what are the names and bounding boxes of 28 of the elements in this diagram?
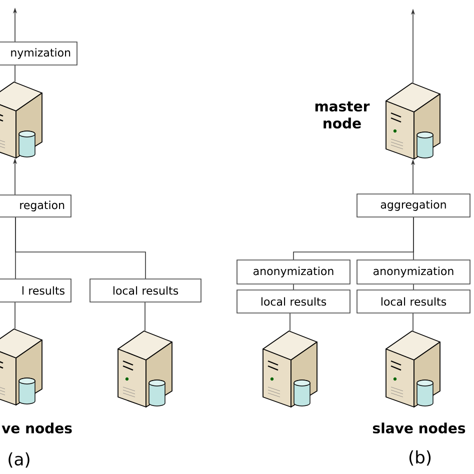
connector-line — [144, 302, 146, 332]
process-box: aggregation — [356, 194, 470, 218]
server-drawing — [386, 82, 440, 160]
connector-line — [412, 313, 414, 332]
server-drawing — [386, 330, 440, 408]
process-box: local results — [236, 290, 350, 314]
process-box: local results — [90, 278, 202, 302]
process-box: anonymization — [356, 260, 470, 284]
connector-line — [413, 284, 414, 290]
server-drawing — [0, 328, 42, 406]
process-box: regation — [0, 194, 72, 218]
connector-line — [14, 65, 16, 82]
group-label: slave nodes — [372, 422, 466, 434]
group-label: ve nodes — [2, 422, 72, 434]
node-label: master node — [315, 101, 370, 129]
server-drawing — [118, 330, 172, 408]
server-drawing — [0, 82, 42, 158]
process-box: l results — [0, 278, 72, 302]
process-box: nymization — [0, 42, 78, 66]
process-box: local results — [356, 290, 470, 314]
process-box: anonymization — [236, 260, 350, 284]
connector-line — [293, 284, 294, 290]
connector-line — [15, 217, 146, 279]
panel-label: (b) — [409, 450, 431, 466]
panel-label: (a) — [8, 452, 30, 468]
connector-line — [413, 217, 414, 260]
connector-line — [14, 302, 16, 330]
server-drawing — [262, 330, 318, 408]
